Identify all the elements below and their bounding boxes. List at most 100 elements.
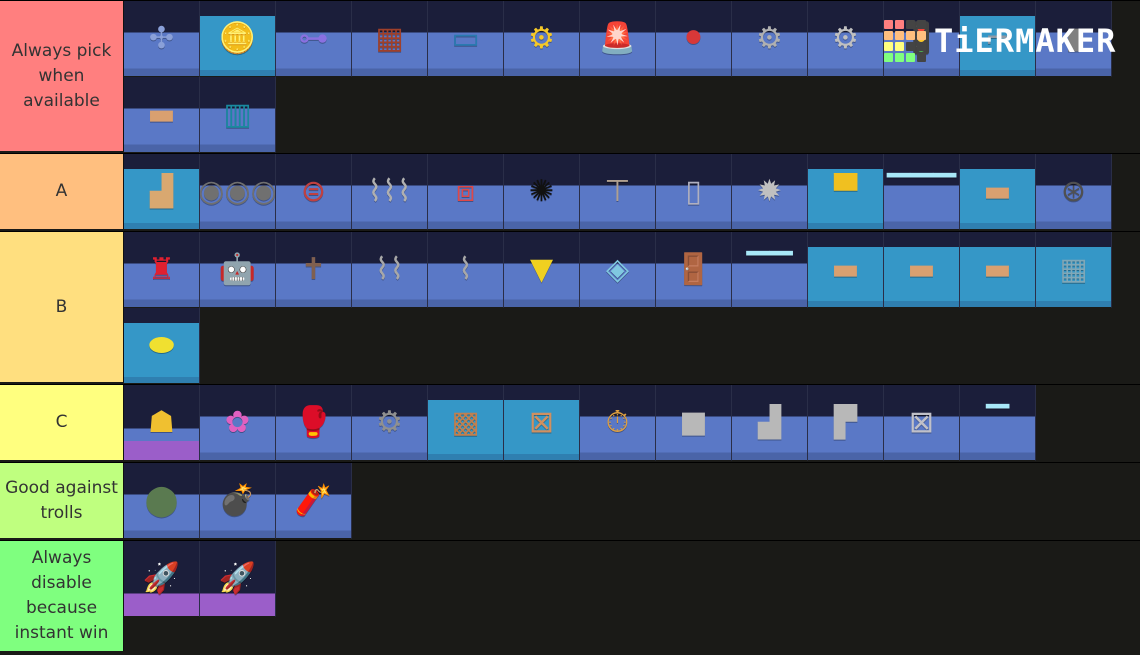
tier-item-dynamite[interactable]: 🧨	[276, 463, 352, 539]
tier-row: Always disable because instant win 🚀 🚀	[0, 540, 1140, 653]
tier-item-scaffold-table[interactable]: ⊠	[884, 385, 960, 461]
tier-item-stone-l[interactable]: ▛	[808, 385, 884, 461]
tier-item-paper-plane-robot[interactable]: 🤖	[200, 232, 276, 308]
logo-square	[884, 42, 893, 51]
tier-item-rocket-launchpad[interactable]: 🚀	[124, 541, 200, 617]
logo-square	[895, 31, 904, 40]
tier-item-flower-pot[interactable]: ✿	[200, 385, 276, 461]
tier-item-wood-block[interactable]: ▩	[428, 385, 504, 461]
tier-item-curtain[interactable]: ▥	[200, 77, 276, 153]
tier-label[interactable]: B	[0, 232, 124, 382]
tier-item-rocket[interactable]: 🚀	[200, 541, 276, 617]
tier-item-beehive[interactable]: ☗	[124, 385, 200, 461]
scaffold-pole-icon: ▮	[1065, 20, 1082, 56]
tier-item-stairs[interactable]: ▟	[124, 154, 200, 230]
tier-label[interactable]: Always pick when available	[0, 1, 124, 151]
logo-square	[884, 53, 893, 62]
tier-item-teleporter-portal[interactable]: ▯	[656, 154, 732, 230]
tier-item-black-hole[interactable]: ✺	[504, 154, 580, 230]
tier-item-crystal-box[interactable]: ◈	[580, 232, 656, 308]
tier-item-stone-s[interactable]: ▟	[732, 385, 808, 461]
barbed-wire-long-icon: ⌇⌇⌇	[367, 173, 412, 209]
paper-plane-robot-icon: 🤖	[218, 251, 257, 287]
tier-items: ⬤ 💣 🧨	[124, 463, 1140, 539]
tier-item-scaffold-l[interactable]: ⌐	[960, 1, 1036, 77]
glass-window-icon: ▦	[1059, 251, 1088, 287]
logo-square	[906, 42, 915, 51]
bomb-icon: 💣	[218, 482, 257, 518]
tier-item-fire-hydrant[interactable]: ♜	[124, 232, 200, 308]
tier-item-door[interactable]: 🚪	[656, 232, 732, 308]
tier-row: Always pick when available✣🪙⊶▦▭⚙🚨⚫⚙⚙🚦⌐▮▬…	[0, 0, 1140, 153]
tier-item-hockey-alarm[interactable]: 🚨	[580, 1, 656, 77]
tiermaker-logo-text: TiERMAKER	[934, 22, 1117, 60]
tier-item-plank-wide[interactable]: ▬	[960, 232, 1036, 308]
tier-item-crossbow[interactable]: ✝	[276, 232, 352, 308]
beehive-icon: ☗	[148, 404, 175, 440]
tier-item-grabber-x[interactable]: ✣	[124, 1, 200, 77]
scaffold-l-icon: ⌐	[984, 20, 1011, 56]
tiermaker-logo[interactable]: TiERMAKER	[884, 20, 1116, 62]
logo-square	[917, 53, 926, 62]
tier-item-nuke[interactable]: ⬤	[124, 463, 200, 539]
tier-item-boxing-glove[interactable]: 🥊	[276, 385, 352, 461]
springboard-icon: ▬	[147, 96, 176, 132]
tier-item-fan-cage[interactable]: ⊜	[276, 154, 352, 230]
tier-item-spike-ball[interactable]: ✹	[732, 154, 808, 230]
ceiling-fan-icon: ⊤	[604, 173, 631, 209]
tier-item-cannon[interactable]: ⚙	[504, 1, 580, 77]
flower-pot-icon: ✿	[224, 404, 251, 440]
tier-label[interactable]: C	[0, 385, 124, 460]
nuke-icon: ⬤	[144, 482, 179, 518]
conveyor-small-icon: ▭	[451, 20, 480, 56]
spike-ball-icon: ✹	[756, 173, 783, 209]
tier-item-wrecking-crate[interactable]: ▦	[352, 1, 428, 77]
logo-square	[917, 42, 926, 51]
tier-item-ceiling-fan[interactable]: ⊤	[580, 154, 656, 230]
tier-row: A▟◉◉◉⊜ ⌇⌇⌇ ⧈ ✺ ⊤ ▯ ✹ ▀▔▔▔▬⊛	[0, 153, 1140, 231]
tier-item-hay-bale[interactable]: ⬬	[124, 308, 200, 384]
gear-icon: ⚙	[376, 404, 403, 440]
stone-block-icon: ■	[679, 404, 708, 440]
tier-label[interactable]: A	[0, 154, 124, 229]
tier-item-ice-short[interactable]: ▔▔	[732, 232, 808, 308]
tier-item-barbed-wire-medium[interactable]: ⌇⌇	[352, 232, 428, 308]
tier-item-ice-chunk[interactable]: ▔	[960, 385, 1036, 461]
tier-item-wrecking-ball-pulley[interactable]: ⚫	[656, 1, 732, 77]
tier-item-stone-block[interactable]: ■	[656, 385, 732, 461]
rocket-launchpad-icon: 🚀	[142, 560, 181, 596]
tier-item-honey-drip[interactable]: ▀	[808, 154, 884, 230]
tier-item-springboard[interactable]: ▬	[124, 77, 200, 153]
tier-item-conveyor-small[interactable]: ▭	[428, 1, 504, 77]
tier-label[interactable]: Good against trolls	[0, 463, 124, 538]
tier-item-barbed-wire-long[interactable]: ⌇⌇⌇	[352, 154, 428, 230]
tier-item-saw-pendulum[interactable]: ⚙	[808, 1, 884, 77]
tier-item-ice-long[interactable]: ▔▔▔	[884, 154, 960, 230]
tier-items: ♜🤖✝⌇⌇⌇▼◈🚪▔▔▬▬▬▦⬬	[124, 232, 1140, 384]
tier-item-plank-medium[interactable]: ▬	[808, 232, 884, 308]
black-hole-icon: ✺	[528, 173, 555, 209]
tier-item-honey-dispenser[interactable]: ⧈	[428, 154, 504, 230]
tier-item-saw-conveyor[interactable]: ⚙	[732, 1, 808, 77]
tiermaker-logo-icon	[884, 20, 926, 62]
ice-chunk-icon: ▔	[985, 404, 1010, 440]
tier-item-glass-window[interactable]: ▦	[1036, 232, 1112, 308]
tier-item-fan-box[interactable]: ⊛	[1036, 154, 1112, 230]
tier-item-laser-wire[interactable]: ⊶	[276, 1, 352, 77]
tier-item-stopwatch[interactable]: ⏱	[580, 385, 656, 461]
tier-item-tank-treads[interactable]: ◉◉◉	[200, 154, 276, 230]
barbed-wire-medium-icon: ⌇⌇	[374, 251, 405, 287]
tier-item-plank-thin[interactable]: ▬	[960, 154, 1036, 230]
plank-long-icon: ▬	[907, 251, 936, 287]
tier-item-spike-trap[interactable]: ▼	[504, 232, 580, 308]
tier-item-barbed-wire-short[interactable]: ⌇	[428, 232, 504, 308]
tier-item-scaffold-pole[interactable]: ▮	[1036, 1, 1112, 77]
tier-label[interactable]: Always disable because instant win	[0, 541, 124, 651]
tier-item-plank-long[interactable]: ▬	[884, 232, 960, 308]
hockey-alarm-icon: 🚨	[598, 20, 637, 56]
tier-item-gear[interactable]: ⚙	[352, 385, 428, 461]
tier-item-crate[interactable]: ⊠	[504, 385, 580, 461]
tier-item-bomb[interactable]: 💣	[200, 463, 276, 539]
tier-item-coin[interactable]: 🪙	[200, 1, 276, 77]
tier-row: Good against trolls ⬤ 💣 🧨	[0, 462, 1140, 540]
